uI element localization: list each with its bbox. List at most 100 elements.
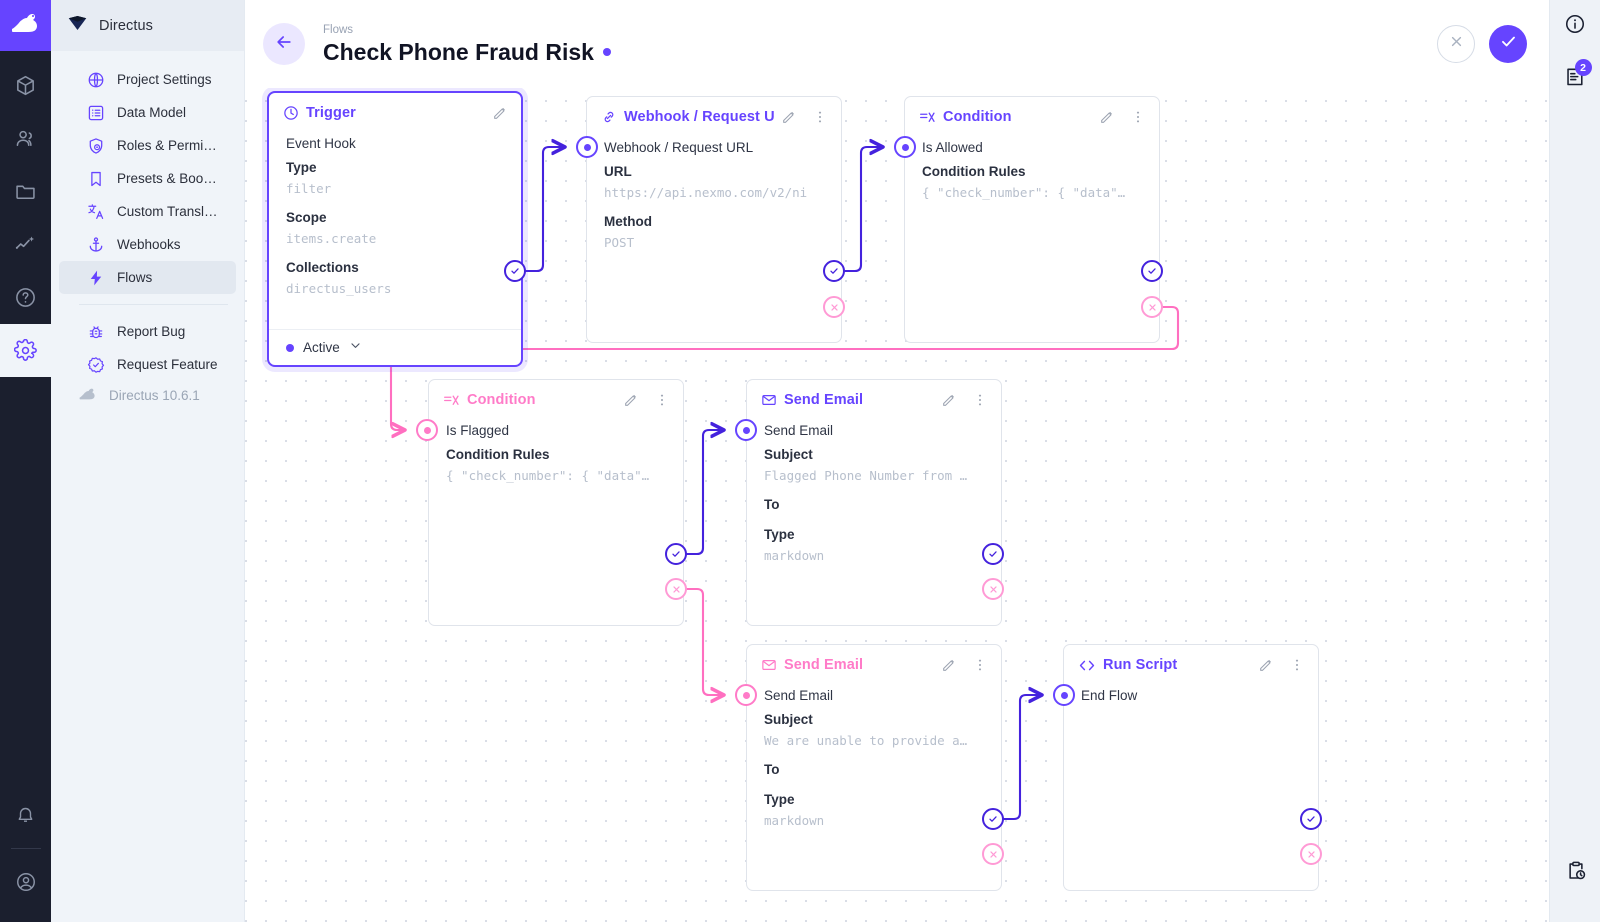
check-decagram-icon bbox=[87, 356, 105, 374]
edit-pencil-icon[interactable] bbox=[781, 109, 797, 125]
port-condition-allowed-reject[interactable] bbox=[1141, 296, 1163, 318]
sidebar-item-label: Roles & Permissions bbox=[117, 138, 222, 153]
bookmark-icon bbox=[87, 170, 105, 188]
sidebar-item-presets-bookmarks[interactable]: Presets & Bookmar… bbox=[59, 162, 236, 195]
sidebar-item-report-bug[interactable]: Report Bug bbox=[59, 315, 236, 348]
field-value: markdown bbox=[764, 813, 825, 828]
module-bar-bottom bbox=[0, 789, 51, 922]
sidebar-item-label: Flows bbox=[117, 270, 153, 285]
node-body: Is Flagged Condition Rules { "check_numb… bbox=[429, 420, 683, 498]
project-header[interactable]: Directus bbox=[51, 0, 244, 51]
close-icon bbox=[1448, 33, 1465, 55]
node-type-label: Trigger bbox=[306, 105, 356, 121]
sidebar-item-label: Request Feature bbox=[117, 357, 218, 372]
directus-logo-button[interactable] bbox=[0, 0, 51, 51]
flow-node-condition-allowed[interactable]: Condition Is Allowed Condition Rules { "… bbox=[904, 96, 1160, 343]
module-content[interactable] bbox=[0, 59, 51, 112]
sidebar-item-flows[interactable]: Flows bbox=[59, 261, 236, 294]
edit-pencil-icon[interactable] bbox=[941, 392, 957, 408]
edit-pencil-icon[interactable] bbox=[492, 105, 508, 121]
node-type-label: Condition bbox=[467, 392, 536, 408]
module-insights[interactable] bbox=[0, 218, 51, 271]
port-condition-flagged-in[interactable] bbox=[416, 419, 438, 441]
field-value: https://api.nexmo.com/v2/ni bbox=[604, 185, 808, 200]
node-body: Send Email Subject We are unable to prov… bbox=[747, 685, 1001, 843]
field-value: { "check_number": { "data"… bbox=[446, 468, 650, 483]
port-send-email-flagged-in[interactable] bbox=[735, 419, 757, 441]
node-body: Is Allowed Condition Rules { "check_numb… bbox=[905, 137, 1159, 215]
more-options-icon[interactable] bbox=[1289, 657, 1305, 673]
sidebar-item-data-model[interactable]: Data Model bbox=[59, 96, 236, 129]
port-send-email-flagged-reject[interactable] bbox=[982, 578, 1004, 600]
port-condition-flagged-resolve[interactable] bbox=[665, 543, 687, 565]
port-condition-allowed-in[interactable] bbox=[894, 136, 916, 158]
port-send-email-flagged-resolve[interactable] bbox=[982, 543, 1004, 565]
port-condition-flagged-reject[interactable] bbox=[665, 578, 687, 600]
flow-info-button[interactable] bbox=[1550, 0, 1600, 53]
save-button[interactable] bbox=[1489, 25, 1527, 63]
sidebar-item-custom-translations[interactable]: Custom Translations bbox=[59, 195, 236, 228]
field-label: URL bbox=[604, 164, 632, 179]
more-options-icon[interactable] bbox=[1130, 109, 1146, 125]
edit-pencil-icon[interactable] bbox=[1258, 657, 1274, 673]
flow-node-send-email-unable[interactable]: Send Email Send Email Subject We are una… bbox=[746, 644, 1002, 891]
account-button[interactable] bbox=[0, 855, 51, 908]
flow-node-condition-flagged[interactable]: Condition Is Flagged Condition Rules { "… bbox=[428, 379, 684, 626]
port-webhook-resolve[interactable] bbox=[823, 260, 845, 282]
flow-topbar: Flows Check Phone Fraud Risk bbox=[245, 0, 1549, 88]
module-file-library[interactable] bbox=[0, 165, 51, 218]
notifications-button[interactable] bbox=[0, 789, 51, 842]
logs-badge: 2 bbox=[1574, 59, 1592, 76]
port-condition-allowed-resolve[interactable] bbox=[1141, 260, 1163, 282]
port-send-email-unable-in[interactable] bbox=[735, 684, 757, 706]
edit-pencil-icon[interactable] bbox=[623, 392, 639, 408]
sidebar-divider bbox=[79, 304, 228, 305]
flow-logs-button[interactable]: 2 bbox=[1550, 53, 1600, 106]
flow-node-trigger[interactable]: Trigger Event Hook Type filter Scope ite… bbox=[267, 91, 523, 367]
module-settings[interactable] bbox=[0, 324, 51, 377]
sidebar-item-request-feature[interactable]: Request Feature bbox=[59, 348, 236, 381]
port-webhook-reject[interactable] bbox=[823, 296, 845, 318]
more-options-icon[interactable] bbox=[654, 392, 670, 408]
flow-node-run-script[interactable]: Run Script End Flow bbox=[1063, 644, 1319, 891]
more-options-icon[interactable] bbox=[972, 657, 988, 673]
insights-icon bbox=[14, 233, 37, 256]
node-name: End Flow bbox=[1081, 688, 1138, 703]
sidebar-item-roles-permissions[interactable]: Roles & Permissions bbox=[59, 129, 236, 162]
translate-icon bbox=[87, 203, 105, 221]
back-button[interactable] bbox=[263, 23, 305, 65]
port-run-script-resolve[interactable] bbox=[1300, 808, 1322, 830]
port-send-email-unable-reject[interactable] bbox=[982, 843, 1004, 865]
breadcrumb[interactable]: Flows bbox=[323, 23, 354, 36]
sidebar-item-webhooks[interactable]: Webhooks bbox=[59, 228, 236, 261]
port-webhook-in[interactable] bbox=[576, 136, 598, 158]
trigger-status-dropdown[interactable]: Active bbox=[269, 329, 521, 365]
activity-log-button[interactable] bbox=[1550, 847, 1600, 900]
bell-icon bbox=[15, 805, 36, 826]
flow-node-webhook[interactable]: Webhook / Request U Webhook / Request UR… bbox=[586, 96, 842, 343]
node-name: Is Flagged bbox=[446, 423, 510, 438]
info-circle-icon bbox=[1564, 13, 1586, 40]
field-label: Subject bbox=[764, 712, 813, 727]
port-run-script-in[interactable] bbox=[1053, 684, 1075, 706]
sidebar-item-project-settings[interactable]: Project Settings bbox=[59, 63, 236, 96]
field-label: Type bbox=[764, 792, 795, 807]
flow-node-send-email-flagged[interactable]: Send Email Send Email Subject Flagged Ph… bbox=[746, 379, 1002, 626]
node-header: Condition bbox=[905, 97, 1159, 137]
version-row: Directus 10.6.1 bbox=[51, 381, 244, 404]
edit-pencil-icon[interactable] bbox=[1099, 109, 1115, 125]
field-label: To bbox=[764, 762, 780, 777]
node-header: Run Script bbox=[1064, 645, 1318, 685]
more-options-icon[interactable] bbox=[972, 392, 988, 408]
port-run-script-reject[interactable] bbox=[1300, 843, 1322, 865]
node-name: Webhook / Request URL bbox=[604, 140, 754, 155]
sidebar-item-label: Presets & Bookmar… bbox=[117, 171, 222, 186]
node-name: Send Email bbox=[764, 688, 834, 703]
module-user-directory[interactable] bbox=[0, 112, 51, 165]
cancel-button[interactable] bbox=[1437, 25, 1475, 63]
port-trigger-resolve[interactable] bbox=[504, 260, 526, 282]
module-help[interactable] bbox=[0, 271, 51, 324]
port-send-email-unable-resolve[interactable] bbox=[982, 808, 1004, 830]
more-options-icon[interactable] bbox=[812, 109, 828, 125]
edit-pencil-icon[interactable] bbox=[941, 657, 957, 673]
